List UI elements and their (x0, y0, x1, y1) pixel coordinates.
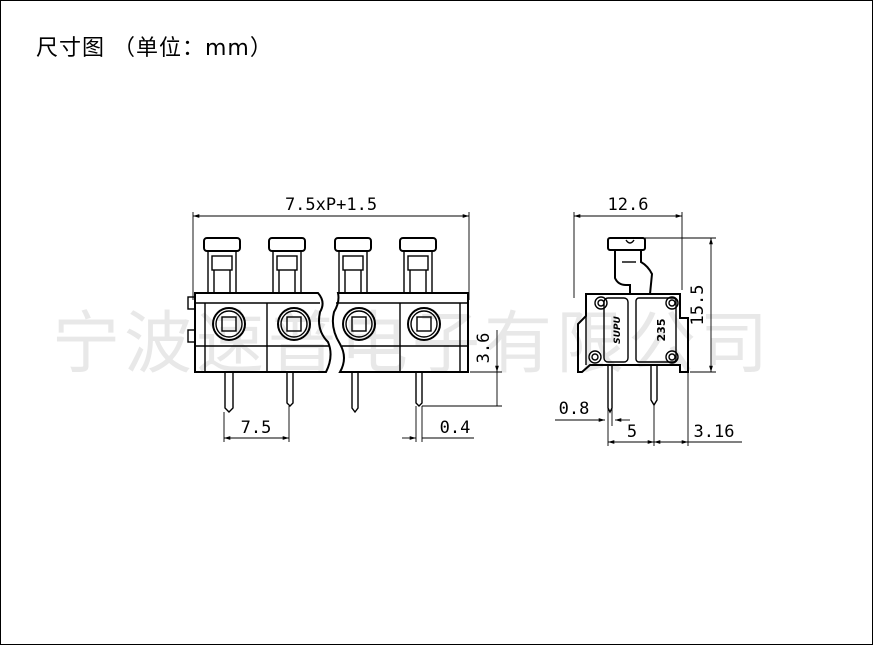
side-push-button (607, 237, 654, 295)
wire-hole-3 (342, 307, 376, 341)
pin-width-label: 0.4 (440, 418, 471, 438)
body-left-part (194, 292, 332, 373)
push-button-1 (203, 237, 241, 293)
depth-label: 12.6 (608, 195, 649, 215)
pin-diameter-label: 0.8 (559, 399, 590, 419)
push-button-2 (268, 237, 306, 293)
height-label: 15.5 (688, 285, 708, 326)
pitch-label: 7.5 (241, 418, 272, 438)
wire-hole-2 (277, 307, 311, 341)
side-view: 12.6 15.5 SUPU 235 (555, 195, 742, 446)
front-pins (224, 372, 423, 414)
brand-logo: SUPU (613, 315, 623, 343)
wire-hole-1 (212, 307, 246, 341)
page-title: 尺寸图 （单位：mm） (36, 36, 273, 61)
push-button-4 (399, 237, 437, 293)
pin-length-label: 3.6 (474, 333, 494, 364)
side-pin-left (607, 365, 613, 414)
pin-offset-label: 3.16 (694, 422, 735, 442)
side-body (577, 293, 689, 373)
overall-width-label: 7.5xP+1.5 (285, 195, 377, 215)
side-pin-right (650, 365, 658, 407)
front-view: 7.5xP+1.5 (187, 195, 502, 442)
push-button-3 (334, 237, 372, 293)
model-number: 235 (655, 319, 668, 342)
pin-spacing-label: 5 (627, 422, 637, 442)
wire-hole-4 (407, 307, 441, 341)
